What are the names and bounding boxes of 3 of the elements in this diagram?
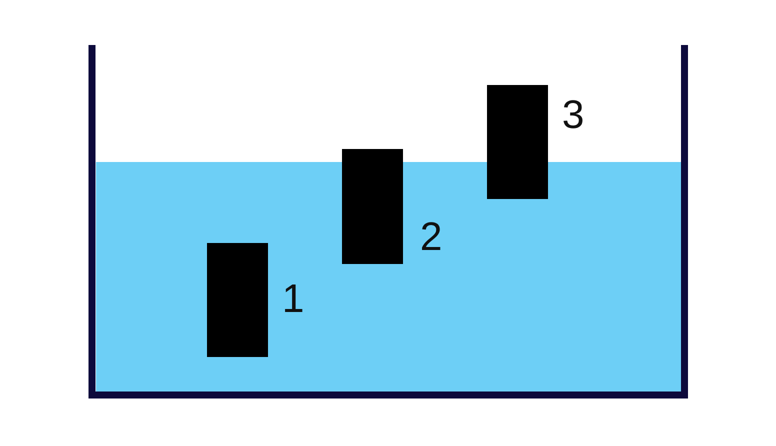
callout-number: 2 — [420, 217, 442, 257]
callout-number: 1 — [282, 279, 304, 319]
callout-number: 3 — [562, 95, 584, 135]
